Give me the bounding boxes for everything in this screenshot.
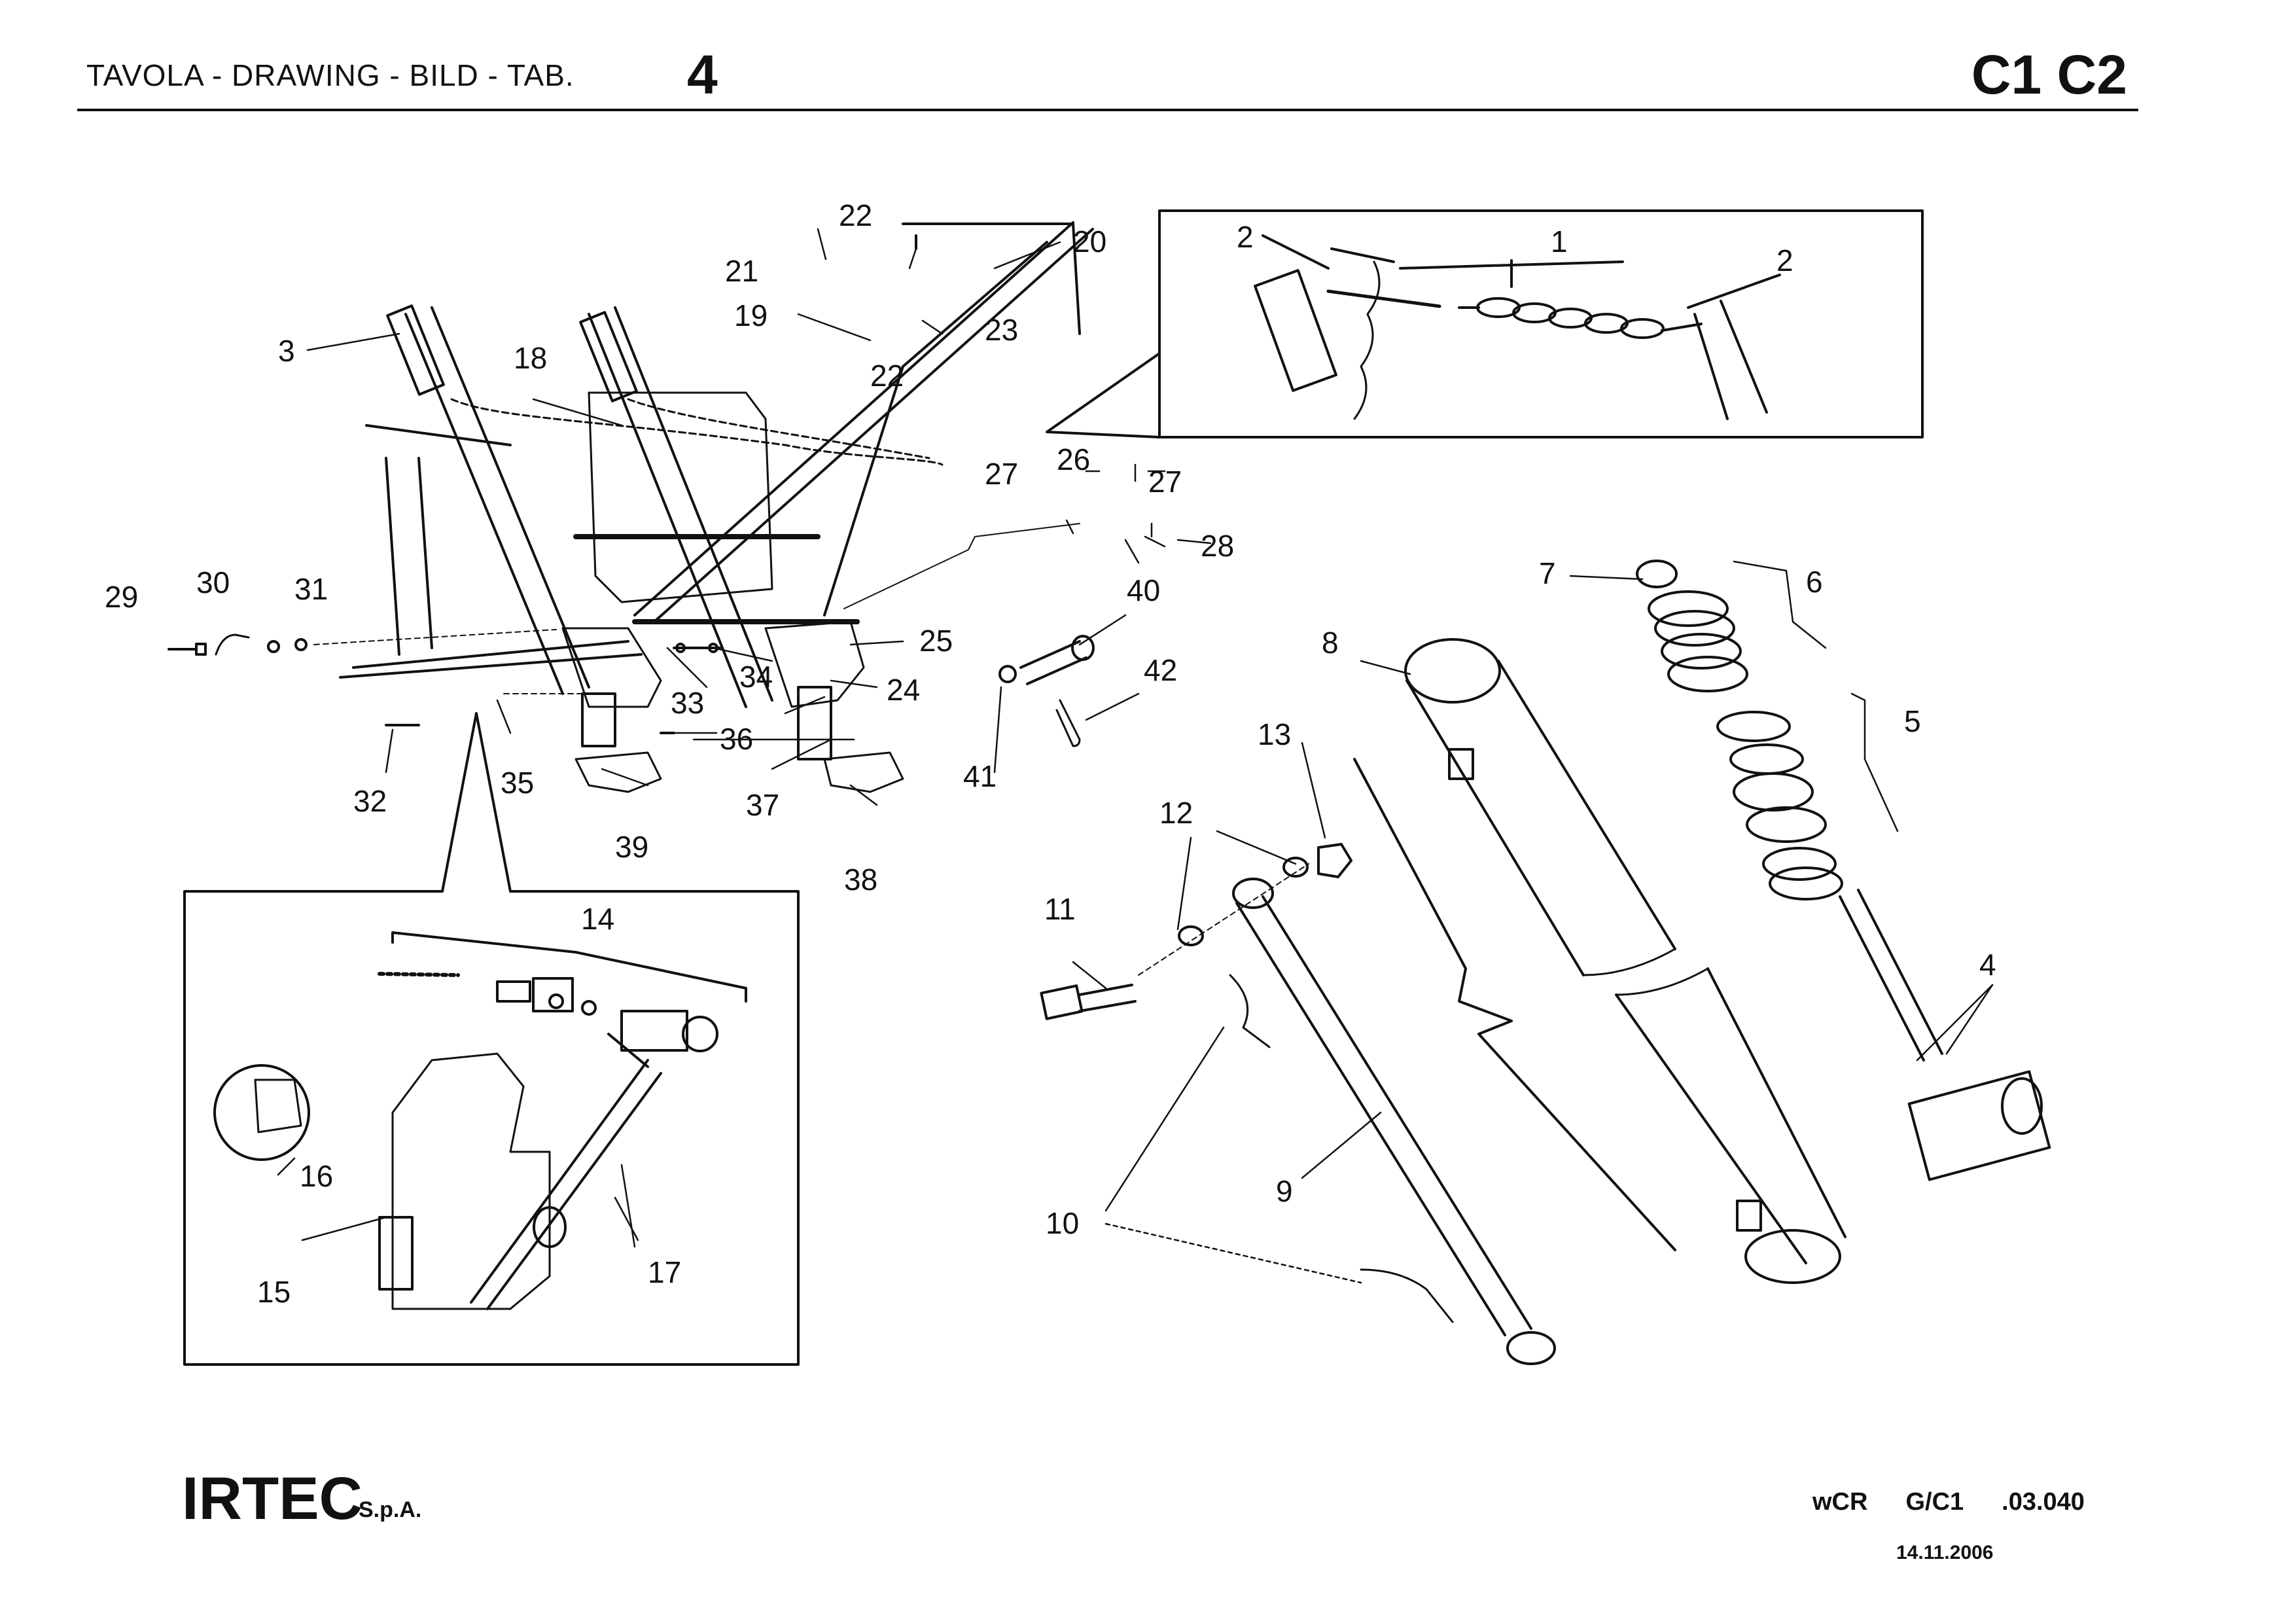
callout-24: 24 — [887, 673, 920, 707]
callout-23: 23 — [985, 313, 1018, 347]
callout-33: 33 — [671, 686, 704, 720]
callout-27-right: 27 — [1148, 465, 1182, 499]
callout-35: 35 — [501, 766, 534, 800]
callout-8: 8 — [1322, 626, 1339, 660]
drawing-code-part-1: wCR — [1812, 1488, 1868, 1516]
callout-36: 36 — [720, 722, 753, 756]
drawing-code-part-2: G/C1 — [1905, 1488, 1964, 1516]
callout-14: 14 — [581, 902, 614, 936]
cylinder-body — [1229, 878, 1556, 1365]
table-number: 4 — [687, 44, 718, 105]
callout-31: 31 — [294, 572, 328, 606]
drawing-date: 14.11.2006 — [1896, 1542, 1994, 1563]
callout-3: 3 — [278, 334, 295, 368]
callout-37: 37 — [746, 788, 779, 822]
drawing-code: wCR G/C1 .03.040 — [1812, 1488, 2085, 1516]
callout-39: 39 — [615, 830, 648, 864]
callout-32: 32 — [353, 784, 387, 818]
header-rule — [77, 109, 2138, 111]
callout-11: 11 — [1044, 892, 1076, 926]
callout-26: 26 — [1057, 442, 1090, 476]
callout-34: 34 — [739, 660, 773, 694]
callout-6: 6 — [1806, 565, 1823, 599]
callout-2-left: 2 — [1237, 220, 1254, 254]
hand-pump-inset — [183, 712, 800, 1366]
callout-2-right: 2 — [1776, 243, 1793, 277]
callout-29: 29 — [105, 580, 138, 614]
callout-38: 38 — [844, 863, 877, 897]
pin-and-clip — [998, 635, 1095, 747]
callout-19: 19 — [734, 298, 768, 332]
callout-13: 13 — [1258, 717, 1291, 751]
drawing-code-part-3: .03.040 — [2002, 1488, 2085, 1516]
callout-17: 17 — [648, 1255, 681, 1289]
chain-detail-inset — [1046, 209, 1924, 438]
model-codes: C1 C2 — [1971, 44, 2127, 105]
callout-42: 42 — [1144, 653, 1177, 687]
callout-1: 1 — [1551, 224, 1568, 259]
callout-labels: 1 2 2 3 4 5 6 7 8 9 10 11 12 13 14 15 16… — [105, 198, 1996, 1309]
callout-4: 4 — [1979, 948, 1996, 982]
callout-20: 20 — [1073, 224, 1106, 259]
callout-15: 15 — [257, 1275, 291, 1309]
callout-12: 12 — [1159, 796, 1193, 830]
fasteners-left — [168, 629, 721, 734]
callout-40: 40 — [1127, 573, 1160, 607]
callout-27-left: 27 — [985, 457, 1018, 491]
callout-5: 5 — [1904, 704, 1921, 738]
callout-41: 41 — [963, 759, 997, 793]
cylinder-tube — [1353, 638, 1846, 1284]
frame-assembly — [339, 221, 1094, 793]
callout-22-top: 22 — [839, 198, 872, 232]
callout-9: 9 — [1276, 1174, 1293, 1208]
drawing-title: TAVOLA - DRAWING - BILD - TAB. — [86, 58, 574, 92]
callout-30: 30 — [196, 565, 230, 599]
callout-25: 25 — [919, 624, 953, 658]
callout-28: 28 — [1201, 529, 1234, 563]
callout-18: 18 — [514, 341, 547, 375]
company-logo-text: IRTEC — [182, 1465, 362, 1532]
callout-21: 21 — [725, 254, 758, 288]
bolt-and-washers — [1040, 843, 1352, 1020]
leader-lines — [277, 228, 1994, 1284]
callout-22-lower: 22 — [870, 359, 904, 393]
callout-16: 16 — [300, 1159, 333, 1193]
callout-7: 7 — [1539, 556, 1556, 590]
company-suffix: S.p.A. — [359, 1497, 422, 1522]
callout-10: 10 — [1046, 1206, 1079, 1240]
piston-rod-assembly — [1636, 560, 2051, 1181]
